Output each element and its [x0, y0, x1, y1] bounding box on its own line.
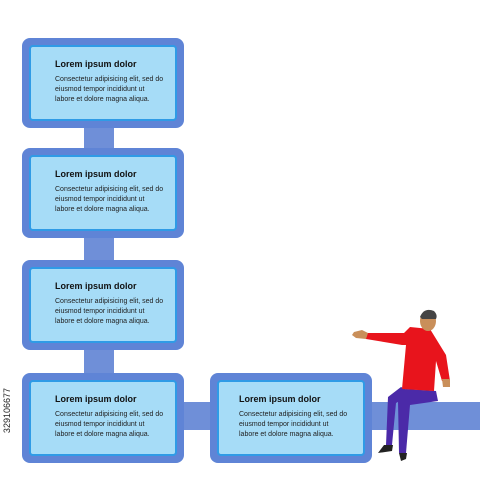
step-card-2: Lorem ipsum dolor Consectetur adipisicin…: [22, 148, 184, 238]
person-hand-knee: [442, 379, 450, 387]
step-card-1-inner: Lorem ipsum dolor Consectetur adipisicin…: [29, 45, 177, 121]
person-pointing-illustration: [352, 309, 450, 461]
step-card-title: Lorem ipsum dolor: [55, 394, 137, 404]
step-card-4-inner: Lorem ipsum dolor Consectetur adipisicin…: [29, 380, 177, 456]
connector-horizontal-1: [184, 402, 214, 430]
step-card-title: Lorem ipsum dolor: [55, 59, 137, 69]
person-hair: [420, 309, 437, 319]
step-card-body: Consectetur adipisicing elit, sed do eiu…: [55, 298, 164, 325]
person-shoe-back: [378, 445, 393, 453]
person-shirt: [366, 327, 450, 391]
connector-vertical-2: [84, 236, 114, 264]
step-card-title: Lorem ipsum dolor: [239, 394, 321, 404]
person-shoe-front: [399, 453, 407, 461]
step-card-body: Consectetur adipisicing elit, sed do eiu…: [239, 411, 348, 438]
person-leg-front: [398, 389, 438, 453]
step-card-2-inner: Lorem ipsum dolor Consectetur adipisicin…: [29, 155, 177, 231]
connector-vertical-1: [84, 125, 114, 151]
connector-vertical-3: [84, 348, 114, 376]
step-card-4: Lorem ipsum dolor Consectetur adipisicin…: [22, 373, 184, 463]
person-hand: [352, 330, 368, 339]
step-card-3-inner: Lorem ipsum dolor Consectetur adipisicin…: [29, 267, 177, 343]
step-card-5-inner: Lorem ipsum dolor Consectetur adipisicin…: [217, 380, 365, 456]
step-card-body: Consectetur adipisicing elit, sed do eiu…: [55, 76, 164, 103]
stock-id-text: 329106677: [2, 388, 12, 434]
step-card-body: Consectetur adipisicing elit, sed do eiu…: [55, 186, 164, 213]
step-card-3: Lorem ipsum dolor Consectetur adipisicin…: [22, 260, 184, 350]
step-card-1: Lorem ipsum dolor Consectetur adipisicin…: [22, 38, 184, 128]
person-leg-back: [386, 387, 414, 445]
step-card-body: Consectetur adipisicing elit, sed do eiu…: [55, 411, 164, 438]
step-card-title: Lorem ipsum dolor: [55, 281, 137, 291]
step-card-title: Lorem ipsum dolor: [55, 169, 137, 179]
step-card-5: Lorem ipsum dolor Consectetur adipisicin…: [210, 373, 372, 463]
